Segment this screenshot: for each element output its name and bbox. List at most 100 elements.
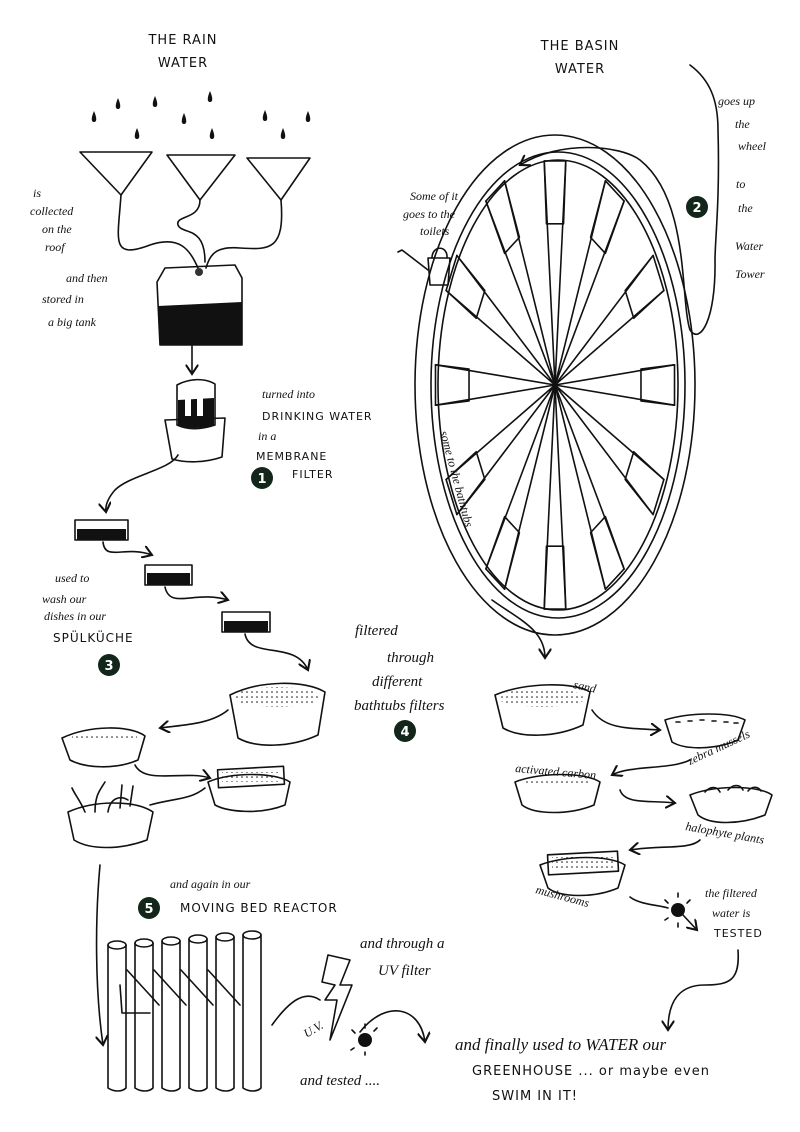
reactor-tube bbox=[134, 942, 154, 1092]
wheel-cabin bbox=[624, 450, 665, 516]
reactor-pipe bbox=[207, 969, 241, 1006]
svg-text:goes to the: goes to the bbox=[403, 207, 456, 221]
filtered-text: filtered through different bathtubs filt… bbox=[354, 623, 445, 714]
svg-text:is: is bbox=[33, 186, 41, 200]
svg-text:the: the bbox=[735, 117, 750, 131]
rain-water-title: THE RAIN WATER bbox=[147, 33, 216, 71]
reactor-tube-top bbox=[134, 938, 154, 948]
svg-text:and then: and then bbox=[66, 271, 108, 285]
svg-text:SPÜLKÜCHE: SPÜLKÜCHE bbox=[53, 629, 134, 645]
stored-text: and then stored in a big tank bbox=[42, 271, 108, 329]
finale-text: and finally used to WATER our GREENHOUSE… bbox=[455, 1035, 709, 1104]
title-line: THE BASIN bbox=[540, 39, 620, 54]
raindrop bbox=[209, 128, 215, 139]
svg-text:and finally used to WATER our: and finally used to WATER our bbox=[455, 1035, 667, 1054]
wheel-cabin bbox=[485, 515, 521, 590]
wheel-cabin bbox=[640, 363, 676, 407]
reactor-tube-top bbox=[215, 932, 235, 942]
title-line: WATER bbox=[555, 62, 605, 77]
raindrop bbox=[280, 128, 286, 139]
svg-text:the filtered: the filtered bbox=[705, 886, 758, 900]
reactor-tube-top bbox=[188, 934, 208, 944]
watering-can-icon bbox=[397, 247, 451, 286]
moving-bed-reactor-icon bbox=[107, 930, 262, 1092]
svg-text:the: the bbox=[738, 201, 753, 215]
reactor-pipe bbox=[153, 969, 187, 1006]
svg-text:through: through bbox=[387, 650, 434, 666]
raindrop bbox=[305, 111, 311, 122]
svg-text:3: 3 bbox=[104, 659, 113, 674]
raindrop bbox=[262, 110, 268, 121]
wheel-spoke bbox=[434, 363, 556, 407]
svg-text:water is: water is bbox=[712, 906, 751, 920]
svg-text:to: to bbox=[736, 177, 745, 191]
raindrop bbox=[134, 128, 140, 139]
basin-water-title: THE BASIN WATER bbox=[540, 39, 620, 77]
step-badge-4: 4 bbox=[394, 720, 416, 742]
raindrop bbox=[115, 98, 121, 109]
ferris-wheel-icon bbox=[414, 134, 696, 636]
wheel-spoke bbox=[554, 363, 676, 407]
svg-text:goes up: goes up bbox=[718, 94, 755, 108]
reactor-pipe bbox=[126, 969, 160, 1006]
svg-text:on the: on the bbox=[42, 222, 72, 236]
toilets-text: Some of it goes to the toilets bbox=[403, 189, 459, 238]
svg-text:dishes in our: dishes in our bbox=[44, 609, 106, 623]
arrow bbox=[271, 995, 321, 1026]
filter-tubs-right-icon bbox=[494, 684, 773, 909]
svg-text:used to: used to bbox=[55, 571, 89, 585]
sand-label: sand bbox=[572, 677, 598, 696]
raindrop bbox=[91, 111, 97, 122]
mushrooms-label: mushrooms bbox=[534, 882, 591, 910]
collected-text: is collected on the roof bbox=[30, 186, 74, 254]
reactor-pipe bbox=[180, 969, 214, 1006]
reactor-pipe bbox=[119, 984, 151, 1014]
tested-text: and tested .... bbox=[300, 1073, 380, 1089]
reactor-tube-top bbox=[242, 930, 262, 940]
step-badge-2: 2 bbox=[686, 196, 708, 218]
svg-text:DRINKING WATER: DRINKING WATER bbox=[262, 410, 373, 423]
svg-text:wheel: wheel bbox=[738, 139, 767, 153]
svg-text:bathtubs filters: bathtubs filters bbox=[354, 698, 445, 714]
svg-text:1: 1 bbox=[257, 472, 266, 487]
raindrops-icon bbox=[91, 91, 311, 139]
reactor-tube bbox=[161, 940, 181, 1092]
membrane-filter-icon bbox=[164, 378, 226, 463]
membrane-text: turned into DRINKING WATER in a MEMBRANE… bbox=[256, 387, 373, 481]
step-badge-1: 1 bbox=[251, 467, 273, 489]
svg-text:collected: collected bbox=[30, 204, 74, 218]
filter-tubs-left-icon bbox=[61, 682, 326, 849]
arrow bbox=[106, 454, 179, 512]
arrow bbox=[668, 949, 740, 1030]
svg-text:toilets: toilets bbox=[420, 224, 450, 238]
svg-text:roof: roof bbox=[45, 240, 66, 254]
svg-text:Tower: Tower bbox=[735, 267, 765, 281]
funnels-icon bbox=[79, 151, 311, 269]
test-sun-icon bbox=[664, 892, 691, 928]
sinks-icon bbox=[74, 519, 308, 670]
svg-text:different: different bbox=[372, 674, 423, 690]
wheel-cabin bbox=[589, 515, 625, 590]
svg-text:SWIM IN IT!: SWIM IN IT! bbox=[492, 1089, 578, 1104]
svg-text:filtered: filtered bbox=[355, 623, 398, 639]
reactor-tube bbox=[188, 938, 208, 1092]
svg-text:TESTED: TESTED bbox=[713, 927, 763, 940]
svg-text:Some of it: Some of it bbox=[410, 189, 459, 203]
wheel-cabin bbox=[589, 180, 625, 255]
svg-text:and through a: and through a bbox=[360, 936, 444, 952]
reactor-tube-top bbox=[107, 940, 127, 950]
arrow bbox=[359, 1010, 425, 1042]
reactor-tube bbox=[242, 934, 262, 1092]
lightning-icon bbox=[321, 954, 353, 1041]
reactor-tube-top bbox=[161, 936, 181, 946]
wheel-cabin bbox=[445, 254, 486, 320]
svg-text:MEMBRANE: MEMBRANE bbox=[256, 450, 327, 463]
dishes-text: used to wash our dishes in our SPÜLKÜCHE bbox=[42, 571, 134, 645]
wheel-cabin bbox=[543, 160, 567, 225]
wheel-cabin bbox=[624, 254, 665, 320]
wheel-cabin bbox=[445, 450, 486, 516]
tower-text: goes up the wheel to the Water Tower bbox=[718, 94, 767, 281]
arrow bbox=[682, 914, 697, 930]
